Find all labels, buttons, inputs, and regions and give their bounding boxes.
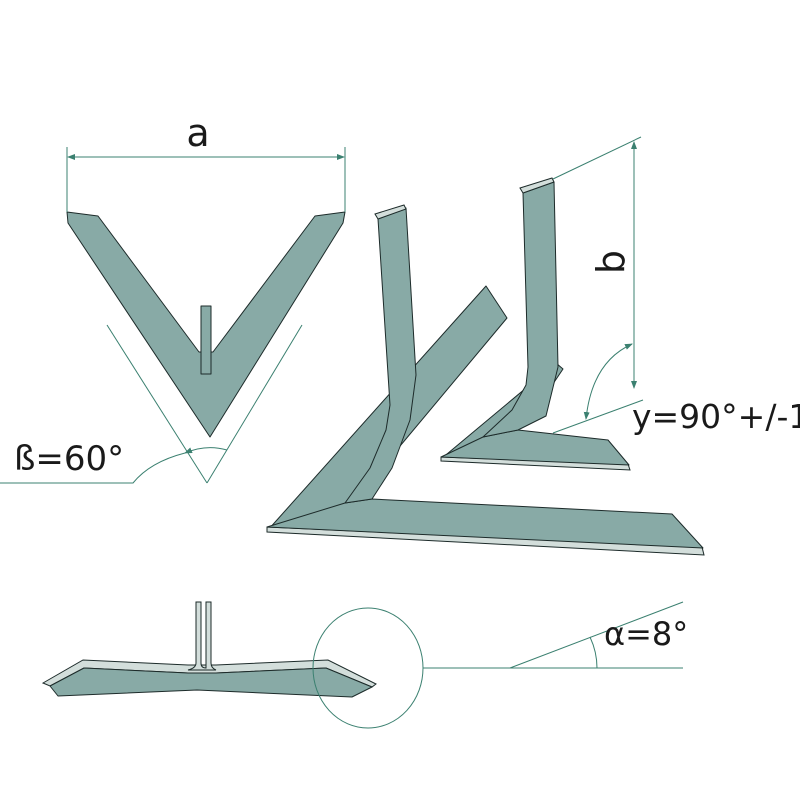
small-shank [482,181,559,438]
dimension-b-ext-top [552,136,642,180]
dimension-b-label: b [589,250,633,274]
beta-leader [0,452,186,484]
side-stem [187,601,217,671]
top-view: a ß=60° [0,111,346,484]
side-blade [49,667,373,698]
alpha-angle-line [509,601,684,669]
dimension-b-ext-bottom [552,399,644,434]
beta-line-right [206,324,303,484]
beta-label: ß=60° [14,439,124,479]
large-shank [344,207,417,504]
small-blade [440,429,630,466]
beta-arc [184,447,228,454]
gamma-arc [583,343,633,420]
dimension-a-label: a [186,111,209,155]
v-blade [66,211,346,438]
v-stem [200,305,212,375]
gamma-label: y=90°+/-1 [632,397,800,436]
perspective-view: b y=90°+/-1 [266,136,800,556]
alpha-label: α=8° [604,615,688,653]
alpha-arc [589,636,598,669]
large-blade [266,498,704,549]
beta-line-left [106,324,208,484]
small-shank-cap [519,177,555,194]
side-view: α=8° [41,601,688,729]
large-shank-cap [374,204,407,220]
